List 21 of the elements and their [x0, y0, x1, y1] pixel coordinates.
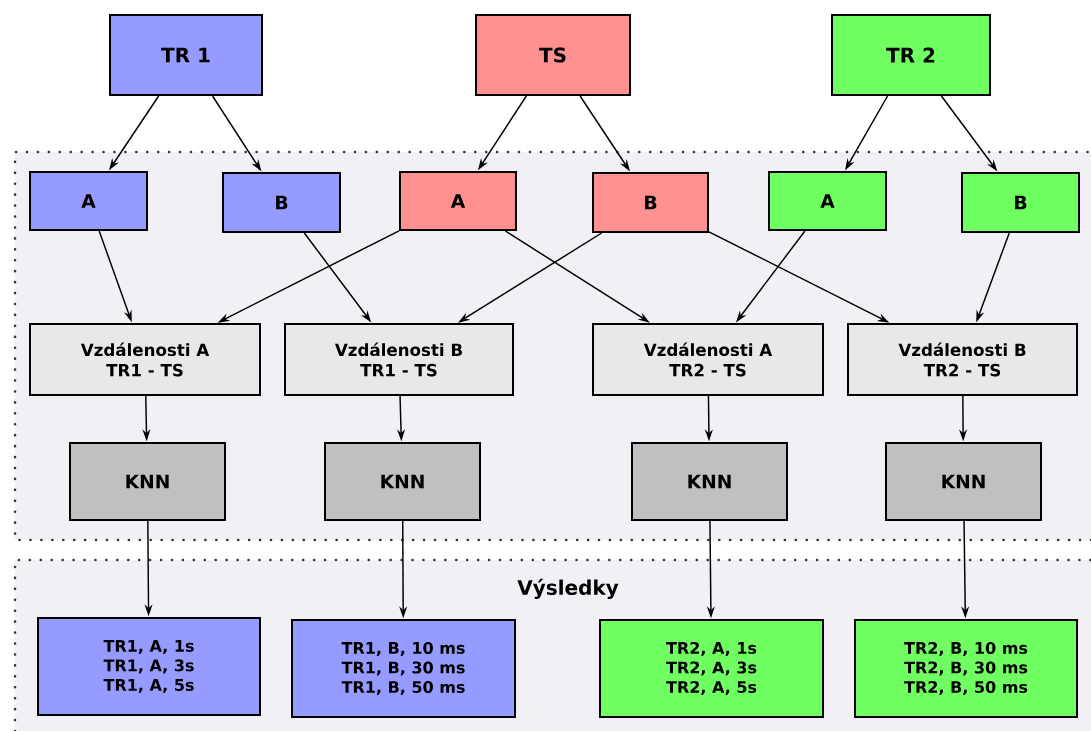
subset-box: B	[961, 172, 1080, 233]
subset-box: A	[399, 171, 517, 231]
distance-box: Vzdálenosti A TR2 - TS	[592, 323, 824, 396]
distance-box: Vzdálenosti B TR1 - TS	[284, 323, 514, 396]
source-box: TR 2	[831, 14, 991, 96]
subset-box: B	[222, 172, 341, 233]
result-box: TR2, B, 10 ms TR2, B, 30 ms TR2, B, 50 ms	[854, 619, 1078, 718]
source-box: TR 1	[109, 14, 263, 96]
classifier-box: KNN	[324, 442, 481, 521]
subset-box: A	[768, 171, 887, 231]
classifier-box: KNN	[885, 442, 1042, 521]
classifier-box: KNN	[631, 442, 788, 521]
source-box: TS	[475, 14, 631, 96]
result-box: TR1, A, 1s TR1, A, 3s TR1, A, 5s	[37, 617, 261, 716]
result-box: TR2, A, 1s TR2, A, 3s TR2, A, 5s	[599, 619, 824, 718]
distance-box: Vzdálenosti A TR1 - TS	[29, 323, 261, 396]
subset-box: A	[29, 171, 148, 231]
result-box: TR1, B, 10 ms TR1, B, 30 ms TR1, B, 50 ms	[291, 619, 516, 718]
subset-box: B	[592, 172, 709, 233]
classifier-box: KNN	[69, 442, 226, 521]
distance-box: Vzdálenosti B TR2 - TS	[847, 323, 1078, 396]
